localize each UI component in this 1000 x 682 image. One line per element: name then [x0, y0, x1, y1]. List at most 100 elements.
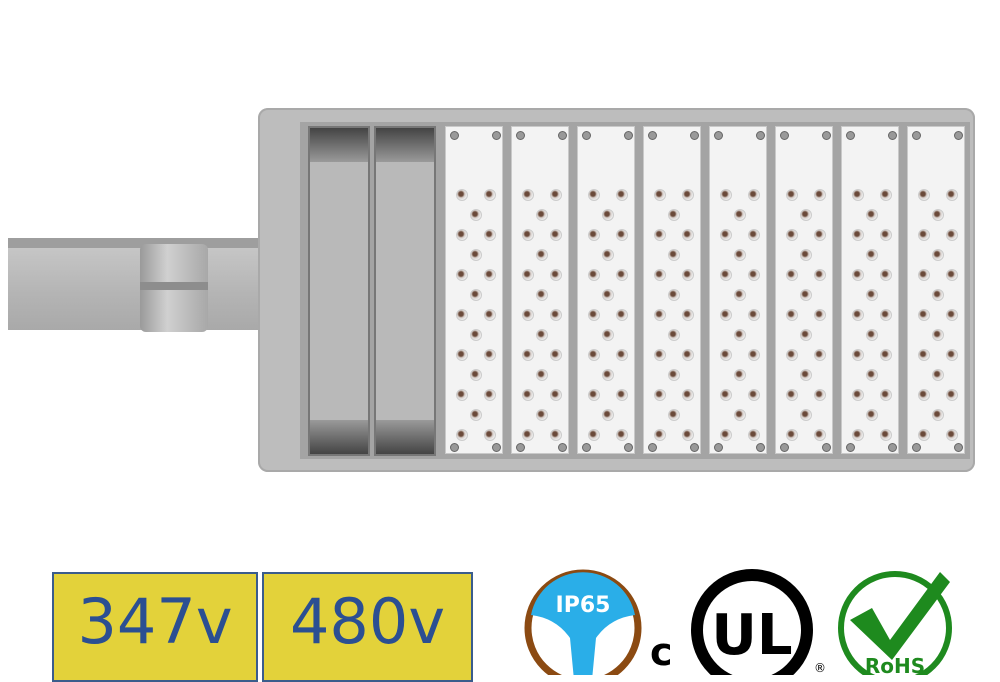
led-chip — [918, 269, 930, 281]
led-chip — [484, 189, 496, 201]
led-chip — [470, 249, 482, 261]
led-chip — [748, 229, 760, 241]
led-chip — [786, 349, 798, 361]
led-chip — [720, 269, 732, 281]
led-chip — [456, 429, 468, 441]
arm-bracket-band — [140, 282, 208, 290]
led-chip — [946, 429, 958, 441]
led-chip — [880, 349, 892, 361]
led-chip — [588, 229, 600, 241]
ul-logo: c UL ® — [650, 569, 826, 675]
led-chip — [786, 189, 798, 201]
led-chip — [852, 429, 864, 441]
led-chip — [484, 309, 496, 321]
screw — [954, 131, 963, 140]
screw — [714, 131, 723, 140]
led-chip — [484, 349, 496, 361]
led-chip — [682, 429, 694, 441]
led-chip — [536, 329, 548, 341]
led-chip — [946, 349, 958, 361]
led-chip — [654, 389, 666, 401]
led-chip — [682, 349, 694, 361]
led-chip — [814, 229, 826, 241]
screw — [516, 443, 525, 452]
led-chip — [866, 249, 878, 261]
led-chip — [682, 389, 694, 401]
screw — [648, 131, 657, 140]
screw — [450, 443, 459, 452]
led-chip — [522, 309, 534, 321]
led-chip — [918, 309, 930, 321]
voltage-badge-480: 480v — [262, 572, 473, 682]
led-chip — [734, 289, 746, 301]
led-chip — [616, 269, 628, 281]
led-chip — [866, 369, 878, 381]
screw — [558, 443, 567, 452]
led-chip — [880, 389, 892, 401]
led-module — [775, 126, 833, 454]
screw — [822, 131, 831, 140]
led-chip — [852, 309, 864, 321]
led-chip — [852, 389, 864, 401]
led-chip — [536, 289, 548, 301]
led-chip — [814, 309, 826, 321]
screw — [714, 443, 723, 452]
led-chip — [484, 389, 496, 401]
led-chip — [616, 429, 628, 441]
screw — [492, 443, 501, 452]
screw — [888, 131, 897, 140]
led-chip — [536, 409, 548, 421]
screw — [756, 443, 765, 452]
led-chip — [734, 329, 746, 341]
led-chip — [456, 189, 468, 201]
led-chip — [522, 349, 534, 361]
led-chip — [550, 429, 562, 441]
screw — [846, 131, 855, 140]
led-chip — [550, 389, 562, 401]
led-chip — [470, 409, 482, 421]
led-chip — [550, 349, 562, 361]
certification-logos: IP65 c UL ® RoHS — [524, 569, 952, 675]
led-chip — [720, 389, 732, 401]
rohs-text: RoHS — [865, 654, 925, 675]
led-chip — [800, 329, 812, 341]
led-chip — [946, 269, 958, 281]
led-chip — [814, 269, 826, 281]
screw — [756, 131, 765, 140]
led-chip — [536, 249, 548, 261]
led-chip — [588, 269, 600, 281]
led-chip — [588, 349, 600, 361]
led-chip — [602, 409, 614, 421]
led-chip — [668, 249, 680, 261]
screw — [450, 131, 459, 140]
led-chip — [550, 229, 562, 241]
led-chip — [720, 309, 732, 321]
led-chip — [470, 289, 482, 301]
rohs-logo: RoHS — [838, 571, 952, 675]
led-chip — [602, 209, 614, 221]
led-chip — [616, 349, 628, 361]
led-chip — [470, 369, 482, 381]
led-chip — [550, 189, 562, 201]
led-chip — [588, 429, 600, 441]
screw — [648, 443, 657, 452]
led-chip — [522, 389, 534, 401]
led-chip — [720, 429, 732, 441]
led-module — [445, 126, 503, 454]
led-chip — [682, 309, 694, 321]
led-chip — [748, 349, 760, 361]
led-chip — [814, 389, 826, 401]
screw — [846, 443, 855, 452]
led-chip — [456, 309, 468, 321]
led-chip — [720, 229, 732, 241]
led-module — [709, 126, 767, 454]
voltage-badge-347: 347v — [52, 572, 258, 682]
led-chip — [720, 189, 732, 201]
screw — [582, 443, 591, 452]
led-chip — [786, 229, 798, 241]
led-chip — [668, 409, 680, 421]
driver-block — [374, 126, 436, 456]
led-module — [511, 126, 569, 454]
screw — [690, 443, 699, 452]
led-chip — [522, 229, 534, 241]
